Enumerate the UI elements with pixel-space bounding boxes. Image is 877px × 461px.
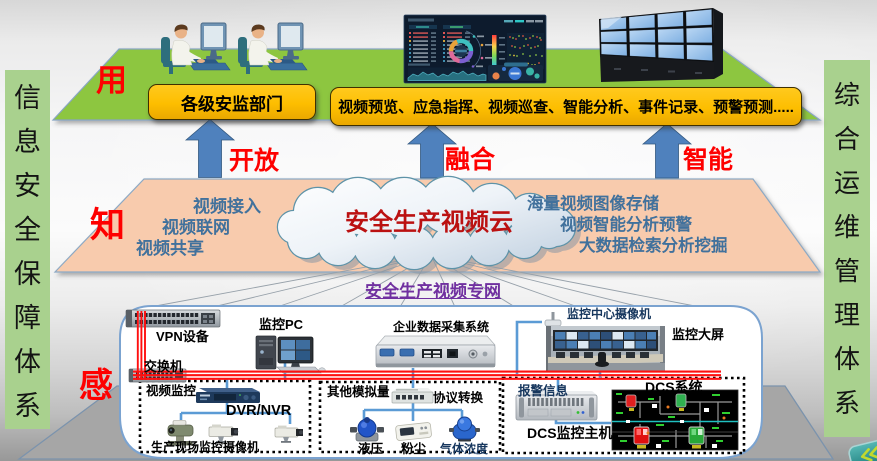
arrow-label-open: 开放 bbox=[229, 147, 280, 175]
gas-sensor-icon bbox=[449, 416, 480, 442]
monitoring-pc-icon bbox=[255, 335, 326, 374]
daq-label: 企业数据采集系统 bbox=[393, 320, 490, 334]
box-camera-icon-2 bbox=[274, 425, 303, 443]
big-screen-label: 监控大屏 bbox=[672, 327, 725, 342]
dcs-host-label: DCS监控主机 bbox=[527, 425, 613, 441]
dashboard-screen bbox=[403, 14, 547, 84]
dcs-host-icon bbox=[515, 391, 598, 421]
dvr-nvr-icon bbox=[196, 388, 260, 403]
functions-box: 视频预览、应急指挥、视频巡查、智能分析、事件记录、预警预测..... bbox=[330, 87, 802, 126]
cloud-left-item-2: 视频联网 bbox=[162, 218, 230, 237]
dust-sensor-icon bbox=[395, 422, 432, 441]
dcs-screenshot bbox=[611, 389, 739, 451]
sensor-label-gas: 气体浓度 bbox=[440, 442, 489, 456]
flow-arrows bbox=[184, 118, 693, 179]
sensor-label-dust: 粉尘 bbox=[401, 442, 427, 456]
layer-label-know: 知 bbox=[90, 206, 126, 245]
functions-box-label: 视频预览、应急指挥、视频巡查、智能分析、事件记录、预警预测..... bbox=[338, 99, 794, 116]
center-camera-label: 监控中心摄像机 bbox=[567, 307, 652, 321]
site-cameras-label: 生产现场监控摄像机 bbox=[151, 440, 260, 454]
video-wall bbox=[599, 8, 723, 82]
layer-label-use: 用 bbox=[96, 63, 127, 98]
cloud-left-item-3: 视频共享 bbox=[136, 239, 204, 258]
cloud-left-item-1: 视频接入 bbox=[193, 197, 261, 216]
left-sidebar-information-security: 信息安全保障体系 bbox=[5, 70, 50, 429]
dcs-system-label: DCS系统 bbox=[645, 379, 703, 395]
control-room-photo bbox=[546, 326, 665, 371]
converter-label: 协议转换 bbox=[433, 391, 484, 405]
video-surveillance-group bbox=[138, 379, 312, 454]
cloud-title: 安全生产视频云 bbox=[345, 210, 513, 236]
sensor-label-hydraulic: 液压 bbox=[358, 442, 384, 456]
arrow-label-fuse: 融合 bbox=[445, 146, 496, 174]
cloud-right-item-2: 视频智能分析预警 bbox=[560, 216, 692, 234]
monitoring-pc-label: 监控PC bbox=[259, 317, 304, 332]
dept-box: 各级安监部门 bbox=[148, 84, 316, 120]
cloud-right-item-1: 海量视频图像存储 bbox=[527, 195, 659, 213]
daq-server-icon bbox=[375, 335, 496, 368]
dept-box-label: 各级安监部门 bbox=[181, 94, 283, 114]
arrow-fuse bbox=[406, 122, 458, 179]
nav-back-button[interactable] bbox=[848, 439, 877, 461]
arrow-open bbox=[184, 118, 236, 178]
arrow-smart bbox=[641, 122, 693, 179]
protocol-converter-icon bbox=[391, 388, 434, 404]
switch-label: 交换机 bbox=[144, 359, 184, 374]
alarm-label: 报警信息 bbox=[518, 384, 569, 398]
vpn-device-icon bbox=[125, 309, 221, 328]
hydraulic-sensor-icon bbox=[350, 417, 384, 442]
analog-sensors-group bbox=[318, 380, 502, 454]
right-sidebar-operations: 综合运维管理体系 bbox=[824, 60, 870, 437]
layer-label-sense: 感 bbox=[79, 367, 113, 405]
red-backbone-lines bbox=[133, 311, 721, 380]
box-camera-icon-1 bbox=[208, 424, 239, 443]
dvr-label: DVR/NVR bbox=[226, 403, 292, 419]
arrow-label-smart: 智能 bbox=[683, 146, 734, 174]
cloud-right-item-3: 大数据检索分析挖掘 bbox=[579, 237, 728, 255]
private-network-label: 安全生产视频专网 bbox=[365, 282, 501, 301]
video-box-title: 视频监控 bbox=[146, 384, 197, 398]
analog-box-title: 其他模拟量 bbox=[327, 385, 390, 399]
ptz-camera-icon bbox=[167, 420, 194, 446]
vpn-device-label: VPN设备 bbox=[156, 329, 209, 344]
